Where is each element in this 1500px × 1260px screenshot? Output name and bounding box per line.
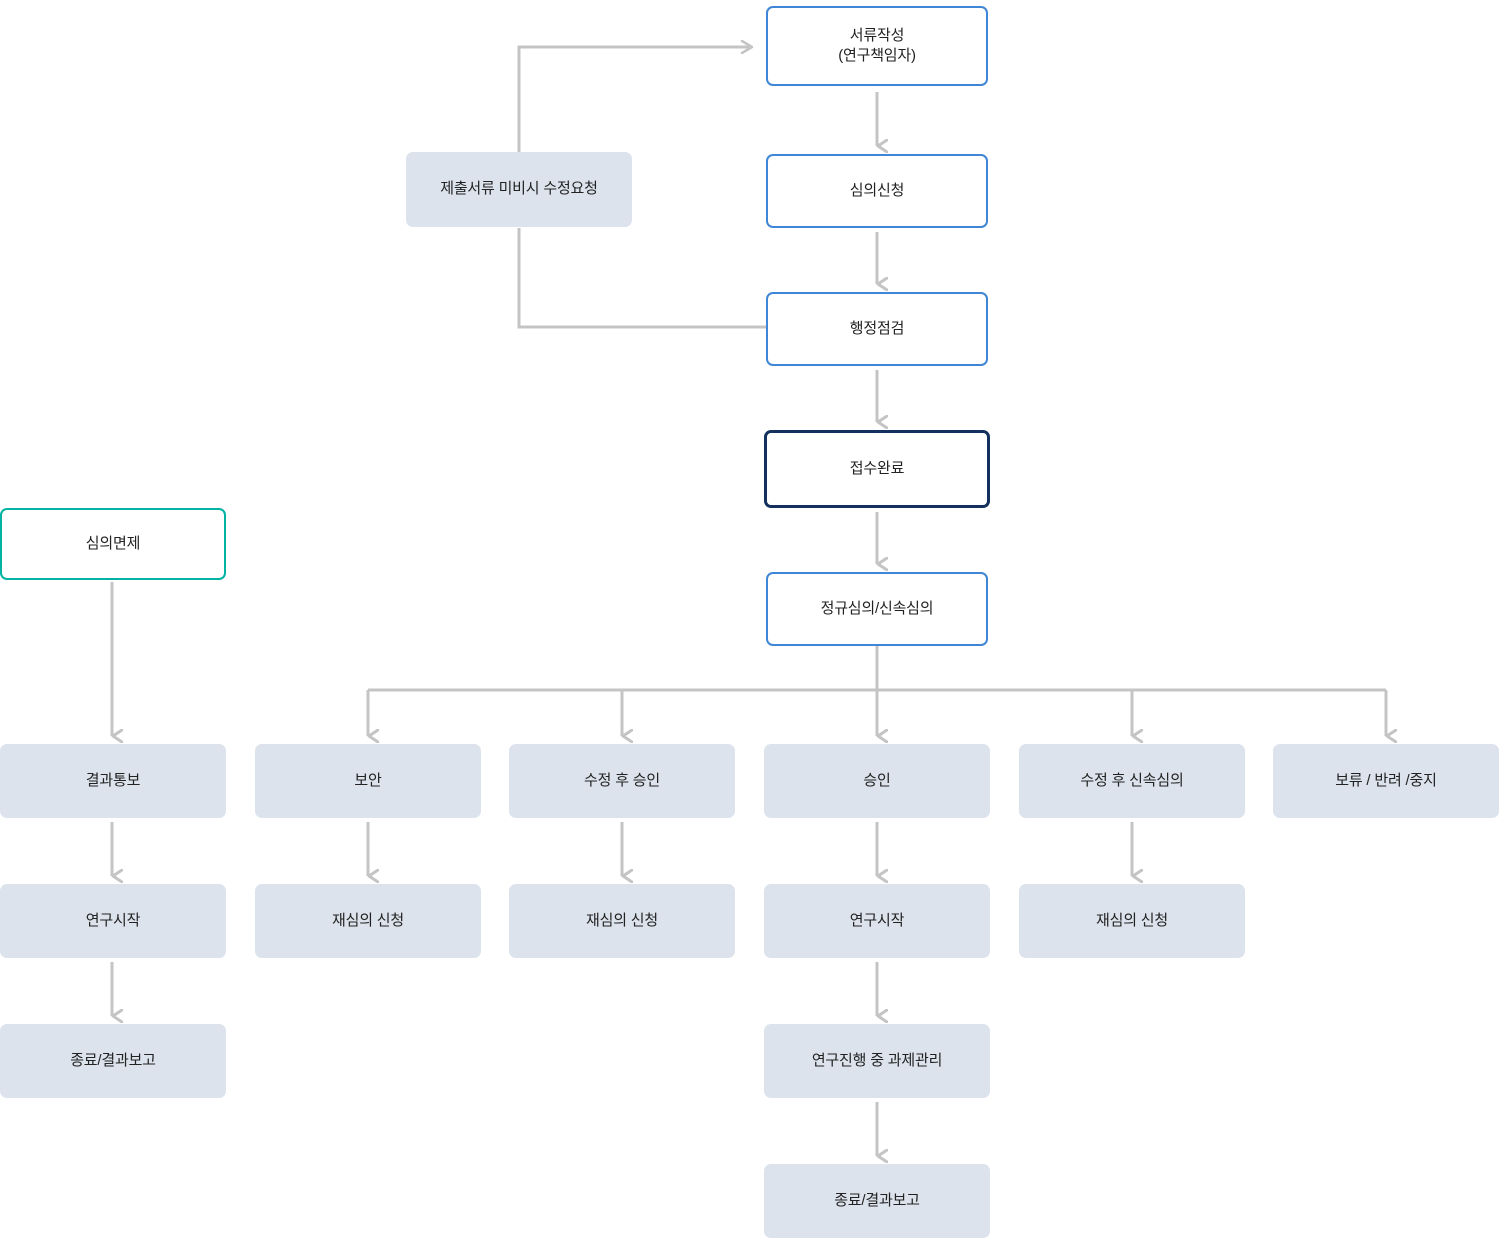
node-label-expedited-after-revision: 수정 후 신속심의 (1080, 771, 1184, 789)
node-review-application[interactable]: 심의신청 (766, 154, 988, 228)
node-label-reexamination-2: 재심의 신청 (586, 911, 658, 929)
node-label-review-application: 심의신청 (849, 181, 905, 199)
node-research-start-left[interactable]: 연구시작 (0, 884, 226, 958)
node-reexamination-2[interactable]: 재심의 신청 (509, 884, 735, 958)
node-final-report-left[interactable]: 종료/결과보고 (0, 1024, 226, 1098)
node-label-final-report-center: 종료/결과보고 (834, 1191, 920, 1209)
node-label-research-start-left: 연구시작 (85, 911, 141, 929)
node-label-receipt-complete: 접수완료 (849, 459, 905, 477)
node-label-approval: 승인 (863, 771, 891, 789)
node-label-regular-expedited-review: 정규심의/신속심의 (820, 599, 934, 617)
edge-revision-to-doc-prep (517, 47, 752, 152)
node-doc-prep[interactable]: 서류작성 (연구책임자) (766, 6, 988, 86)
node-label-final-report-left: 종료/결과보고 (70, 1051, 156, 1069)
node-label-result-notice: 결과통보 (85, 771, 141, 789)
node-research-start-center[interactable]: 연구시작 (764, 884, 990, 958)
node-label-doc-prep: 서류작성 (연구책임자) (838, 26, 916, 64)
node-result-notice[interactable]: 결과통보 (0, 744, 226, 818)
node-revision-request[interactable]: 제출서류 미비시 수정요청 (406, 152, 632, 227)
node-label-research-start-center: 연구시작 (849, 911, 905, 929)
node-label-security: 보안 (354, 771, 382, 789)
node-approval[interactable]: 승인 (764, 744, 990, 818)
node-label-hold-return-stop: 보류 / 반려 /중지 (1335, 771, 1437, 789)
node-security[interactable]: 보안 (255, 744, 481, 818)
node-hold-return-stop[interactable]: 보류 / 반려 /중지 (1273, 744, 1499, 818)
node-administrative-check[interactable]: 행정점검 (766, 292, 988, 366)
node-label-revision-request: 제출서류 미비시 수정요청 (440, 180, 598, 198)
node-label-administrative-check: 행정점검 (849, 319, 905, 337)
node-expedited-after-revision[interactable]: 수정 후 신속심의 (1019, 744, 1245, 818)
node-label-reexamination-1: 재심의 신청 (332, 911, 404, 929)
node-label-approve-after-revision: 수정 후 승인 (584, 771, 660, 789)
node-approve-after-revision[interactable]: 수정 후 승인 (509, 744, 735, 818)
node-reexamination-3[interactable]: 재심의 신청 (1019, 884, 1245, 958)
node-receipt-complete[interactable]: 접수완료 (764, 430, 990, 508)
edge-admin-to-revision (517, 228, 766, 329)
node-label-review-exemption: 심의면제 (85, 534, 141, 552)
node-review-exemption[interactable]: 심의면제 (0, 508, 226, 580)
node-regular-expedited-review[interactable]: 정규심의/신속심의 (766, 572, 988, 646)
node-project-management[interactable]: 연구진행 중 과제관리 (764, 1024, 990, 1098)
node-final-report-center[interactable]: 종료/결과보고 (764, 1164, 990, 1238)
node-label-project-management: 연구진행 중 과제관리 (811, 1051, 943, 1069)
node-reexamination-1[interactable]: 재심의 신청 (255, 884, 481, 958)
node-label-reexamination-3: 재심의 신청 (1096, 911, 1168, 929)
